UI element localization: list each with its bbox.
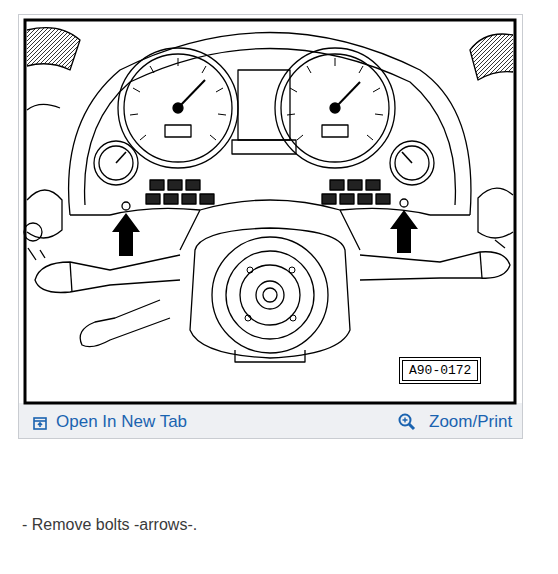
figure-number-box: A90-0172 bbox=[402, 360, 478, 381]
instruction-note: - Remove bolts -arrows-. bbox=[22, 516, 197, 534]
figure-number: A90-0172 bbox=[409, 363, 471, 378]
link-text: Zoom/Print bbox=[429, 412, 512, 432]
link-text: Open In New Tab bbox=[56, 412, 187, 432]
